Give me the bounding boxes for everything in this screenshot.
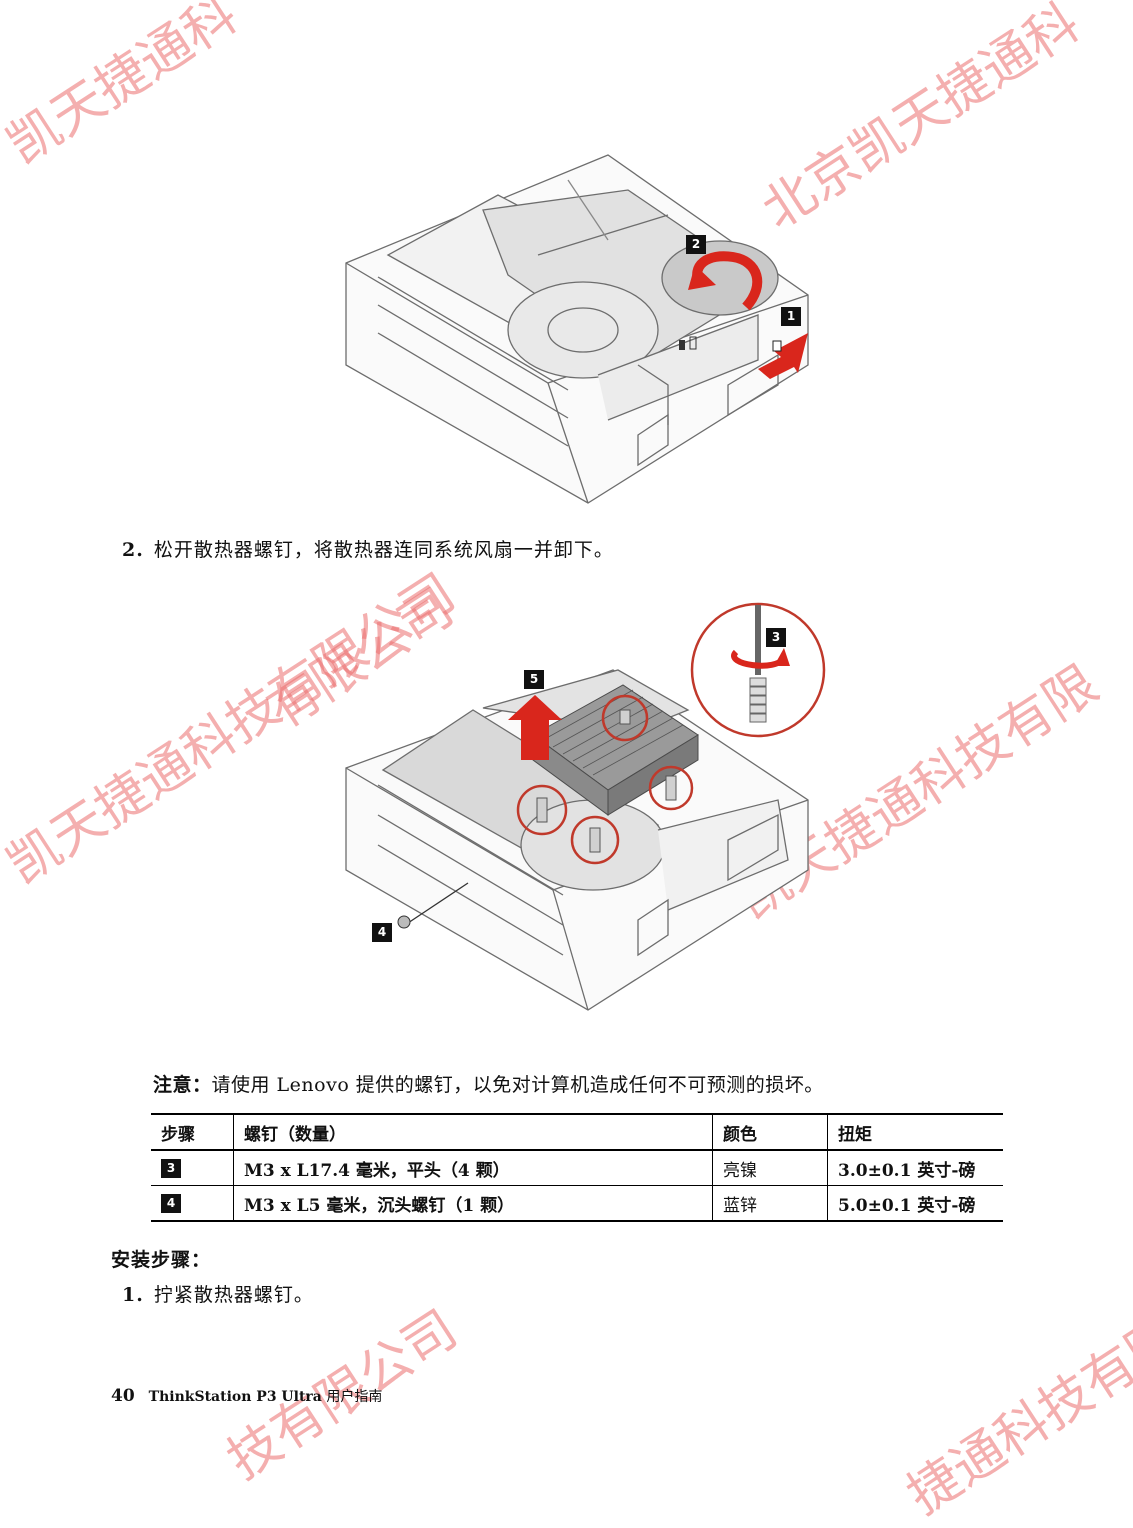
callout-3: 3 [766, 628, 786, 647]
figure-heatsink-removal: 3 4 5 [338, 590, 873, 1050]
callout-5: 5 [524, 670, 544, 689]
note-label: 注意： [153, 1074, 212, 1096]
removal-step-2: 2. 松开散热器螺钉，将散热器连同系统风扇一并卸下。 [122, 535, 614, 562]
cell-step: 3 [151, 1150, 234, 1186]
cell-torque: 3.0±0.1 英寸-磅 [827, 1150, 1003, 1186]
cell-screw: M3 x L5 毫米，沉头螺钉（1 颗） [233, 1185, 713, 1222]
step-number: 1. [122, 1284, 144, 1306]
figure-fan-release: 1 2 [338, 135, 818, 510]
step-badge: 4 [161, 1194, 181, 1213]
install-step-1: 1. 拧紧散热器螺钉。 [122, 1280, 314, 1307]
cell-color: 亮镍 [712, 1150, 828, 1186]
watermark-7: 捷通科技有限 [897, 1305, 1133, 1527]
table-row: 4 M3 x L5 毫米，沉头螺钉（1 颗） 蓝锌 5.0±0.1 英寸-磅 [151, 1185, 1003, 1222]
screw-spec-table: 步骤 螺钉（数量） 颜色 扭矩 3 M3 x L17.4 毫米，平头（4 颗） … [151, 1113, 1003, 1222]
step-text: 拧紧散热器螺钉。 [153, 1284, 314, 1306]
header-torque: 扭矩 [827, 1113, 1003, 1151]
callout-1: 1 [781, 307, 801, 326]
caution-note: 注意：请使用 Lenovo 提供的螺钉，以免对计算机造成任何不可预测的损坏。 [153, 1070, 824, 1097]
step-number: 2. [122, 539, 144, 561]
book-title: ThinkStation P3 Ultra [148, 1389, 322, 1405]
step-text: 松开散热器螺钉，将散热器连同系统风扇一并卸下。 [153, 539, 614, 561]
book-suffix: 用户指南 [326, 1389, 383, 1405]
page-footer: 40 ThinkStation P3 Ultra 用户指南 [111, 1386, 382, 1406]
note-text: 请使用 Lenovo 提供的螺钉，以免对计算机造成任何不可预测的损坏。 [211, 1074, 824, 1096]
table-header-row: 步骤 螺钉（数量） 颜色 扭矩 [151, 1113, 1003, 1151]
callout-4: 4 [372, 923, 392, 942]
cell-torque: 5.0±0.1 英寸-磅 [827, 1185, 1003, 1222]
table-row: 3 M3 x L17.4 毫米，平头（4 颗） 亮镍 3.0±0.1 英寸-磅 [151, 1150, 1003, 1186]
step-badge: 3 [161, 1159, 181, 1178]
install-heading: 安装步骤： [111, 1249, 212, 1271]
watermark-1: 凯天捷通科 [0, 0, 248, 177]
header-step: 步骤 [151, 1113, 234, 1151]
header-screw: 螺钉（数量） [233, 1113, 713, 1151]
cell-screw: M3 x L17.4 毫米，平头（4 颗） [233, 1150, 713, 1186]
cell-color: 蓝锌 [712, 1185, 828, 1222]
cell-step: 4 [151, 1185, 234, 1222]
page-number: 40 [111, 1386, 135, 1406]
header-color: 颜色 [712, 1113, 828, 1151]
callout-2: 2 [686, 235, 706, 254]
